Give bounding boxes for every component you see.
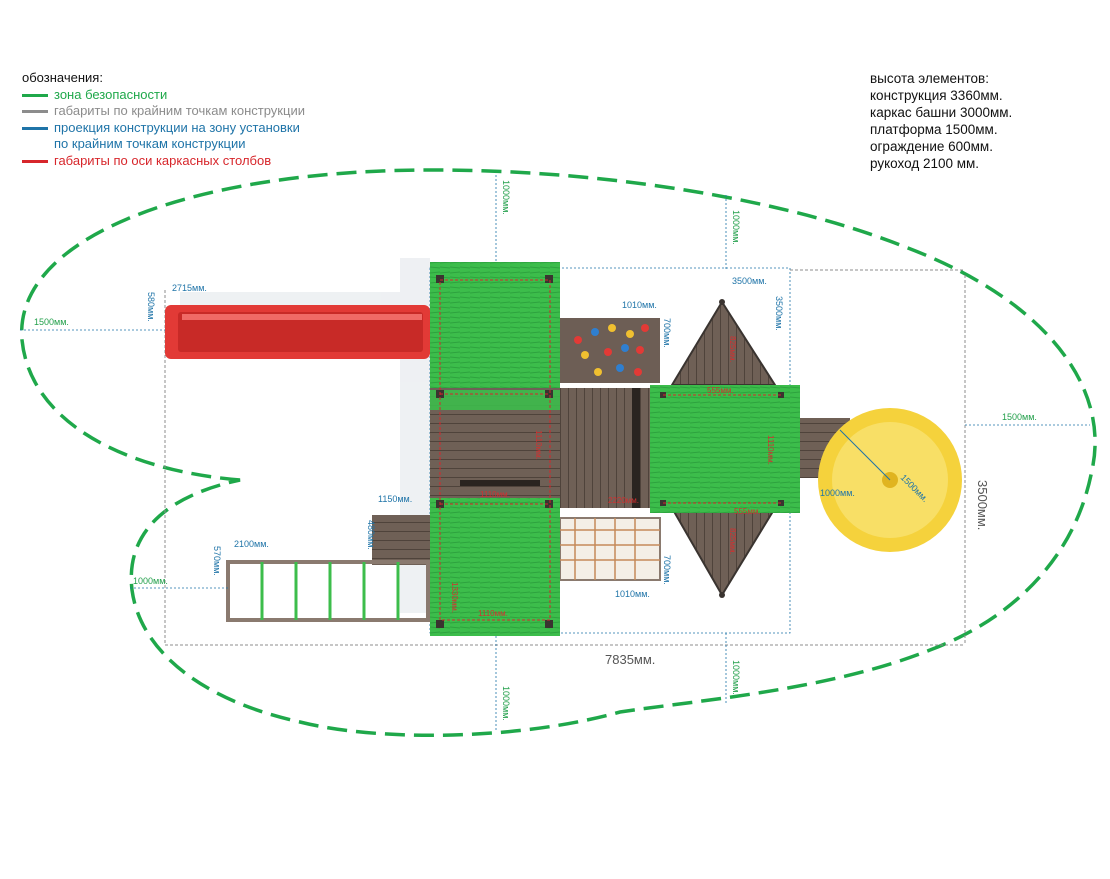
dim-platform-1110-b: 1110мм. <box>478 609 508 618</box>
post-axis-lines <box>439 279 781 621</box>
dim-zone-left-low: 1000мм. <box>133 576 168 586</box>
legend-item-post-axes: габариты по оси каркасных столбов <box>22 153 305 170</box>
dim-tower-width: 3500мм. <box>732 276 767 286</box>
legend-label-safety-zone: зона безопасности <box>54 86 168 102</box>
gray-dimension-lines <box>164 269 966 646</box>
dim-slide-width: 580мм. <box>146 292 156 322</box>
dim-platform-2220: 2220мм. <box>608 496 639 505</box>
legend-swatch-blue <box>22 126 48 130</box>
height-platform: платформа 1500мм. <box>870 122 998 137</box>
legend-swatch-gray <box>22 110 48 113</box>
legend-swatch-red <box>22 159 48 163</box>
dim-zone-bottom-a: 1000мм. <box>501 686 511 721</box>
dim-triangle-mid-top: 555мм. <box>707 386 734 395</box>
dim-zone-left: 1500мм. <box>34 317 69 327</box>
side-step <box>372 515 430 565</box>
left-tower <box>430 262 560 636</box>
legend-title: обозначения: <box>22 70 103 85</box>
dim-bars-width: 570мм. <box>212 546 222 576</box>
dim-bridge-1330: 1330мм. <box>450 582 459 613</box>
dim-slide-length: 2715мм. <box>172 283 207 293</box>
rope-net <box>559 517 661 581</box>
legend-swatch-green <box>22 93 48 97</box>
dim-climb-width-top: 1010мм. <box>622 300 657 310</box>
legend-label-extreme-points: габариты по крайним точкам конструкции <box>54 103 305 118</box>
heights-title: высота элементов: <box>870 71 989 86</box>
dim-zone-top-b: 1000мм. <box>731 210 741 245</box>
dim-spiral-1000: 1000мм. <box>820 488 855 498</box>
dim-step-depth: 480мм. <box>366 520 376 550</box>
dim-zone-bottom-b: 1000мм. <box>731 660 741 695</box>
dim-total-width: 7835мм. <box>605 652 655 667</box>
dim-tower-depth: 3500мм. <box>774 296 784 331</box>
height-railing: ограждение 600мм. <box>870 139 993 154</box>
monkey-bars <box>226 560 430 622</box>
spiral-slide <box>818 408 962 552</box>
blue-dimension-lines <box>20 175 1090 730</box>
right-tower <box>650 299 800 598</box>
dim-bars-length: 2100мм. <box>234 539 269 549</box>
element-heights: высота элементов: конструкция 3360мм. ка… <box>870 70 1012 172</box>
legend-item-extreme-points: габариты по крайним точкам конструкции <box>22 103 305 120</box>
dim-climb-depth-bottom: 700мм. <box>662 555 672 585</box>
safety-zone-outline <box>20 168 1097 738</box>
straight-slide <box>165 305 430 359</box>
climbing-wall <box>560 318 660 383</box>
dim-triangle-bottom: 825мм. <box>728 528 737 555</box>
legend-label-projection-cont: по крайним точкам конструкции <box>54 136 246 151</box>
legend-item-projection: проекция конструкции на зону установки <box>22 120 305 137</box>
projection-outline <box>429 267 791 634</box>
dim-platform-1110-right: 1110мм. <box>766 435 775 465</box>
legend-label-post-axes: габариты по оси каркасных столбов <box>54 152 272 168</box>
height-monkey-bars: рукоход 2100 мм. <box>870 156 980 171</box>
height-tower-frame: каркас башни 3000мм. <box>870 105 1013 120</box>
dim-depth-right: 3500мм. <box>975 480 990 530</box>
dim-step-width: 1150мм. <box>378 494 412 504</box>
dim-zone-top-a: 1000мм. <box>501 180 511 215</box>
legend: обозначения: зона безопасности габариты … <box>22 70 305 169</box>
dim-platform-1110-vertical: 1110мм. <box>534 430 543 460</box>
height-construction: конструкция 3360мм. <box>870 88 1003 103</box>
legend-label-projection: проекция конструкции на зону установки <box>54 119 300 135</box>
dim-triangle-top: 825мм. <box>728 336 737 363</box>
dim-climb-depth-top: 700мм. <box>662 318 672 348</box>
dim-zone-right: 1500мм. <box>1002 412 1037 422</box>
dim-climb-width-bottom: 1010мм. <box>615 589 650 599</box>
dim-triangle-mid-bottom: 555мм. <box>734 507 761 516</box>
bridge-rail <box>632 388 640 508</box>
legend-item-safety-zone: зона безопасности <box>22 87 305 104</box>
dim-platform-1110-a: 1110мм. <box>480 490 510 499</box>
